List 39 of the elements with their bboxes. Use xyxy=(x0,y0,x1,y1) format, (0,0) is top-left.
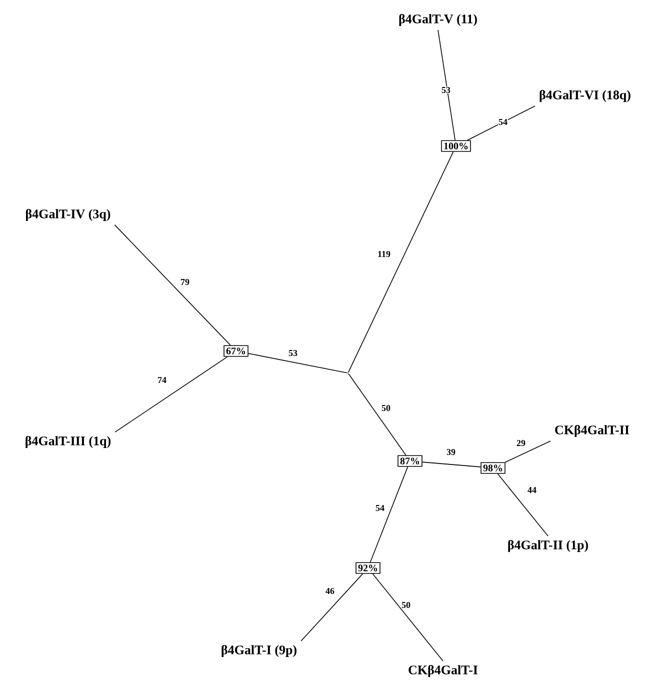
branch-line xyxy=(438,30,456,141)
branch-line xyxy=(114,224,231,346)
branch-length: 53 xyxy=(441,86,451,94)
branch-line xyxy=(114,356,228,432)
branch-line xyxy=(372,573,444,662)
taxon-label: β4GalT-VI (18q) xyxy=(540,90,630,102)
bootstrap-box: 98% xyxy=(480,462,506,474)
branch-length: 44 xyxy=(527,486,537,494)
branch-length: 79 xyxy=(180,278,190,286)
bootstrap-box: 100% xyxy=(441,140,471,152)
branch-line xyxy=(348,151,454,373)
taxon-label: β4GalT-V (11) xyxy=(399,14,477,26)
branch-length: 54 xyxy=(498,118,508,126)
branch-line xyxy=(370,466,408,563)
taxon-label: β4GalT-IV (3q) xyxy=(26,209,110,221)
branch-length: 119 xyxy=(377,250,391,258)
branch-line xyxy=(422,462,481,468)
taxon-label: CKβ4GalT-I xyxy=(408,665,478,677)
branch-length: 74 xyxy=(157,376,167,384)
branch-length: 54 xyxy=(375,504,385,512)
taxon-label: β4GalT-II (1p) xyxy=(508,540,588,552)
branch-length: 29 xyxy=(516,439,526,447)
branch-length: 50 xyxy=(401,601,411,609)
branch-length: 39 xyxy=(446,448,456,456)
branch-line xyxy=(467,106,536,141)
branch-line xyxy=(348,373,406,456)
bootstrap-box: 67% xyxy=(224,345,248,357)
bootstrap-box: 92% xyxy=(356,562,380,574)
bootstrap-box: 87% xyxy=(398,455,422,467)
branch-length: 53 xyxy=(288,349,298,357)
branch-line xyxy=(497,473,548,536)
branch-line xyxy=(504,440,551,463)
branch-length: 46 xyxy=(325,587,335,595)
taxon-label: β4GalT-I (9p) xyxy=(222,645,296,657)
branch-length: 50 xyxy=(381,404,391,412)
taxon-label: β4GalT-III (1q) xyxy=(26,436,111,448)
taxon-label: CKβ4GalT-II xyxy=(555,425,630,437)
branch-line xyxy=(300,573,364,642)
branch-line xyxy=(248,353,348,374)
